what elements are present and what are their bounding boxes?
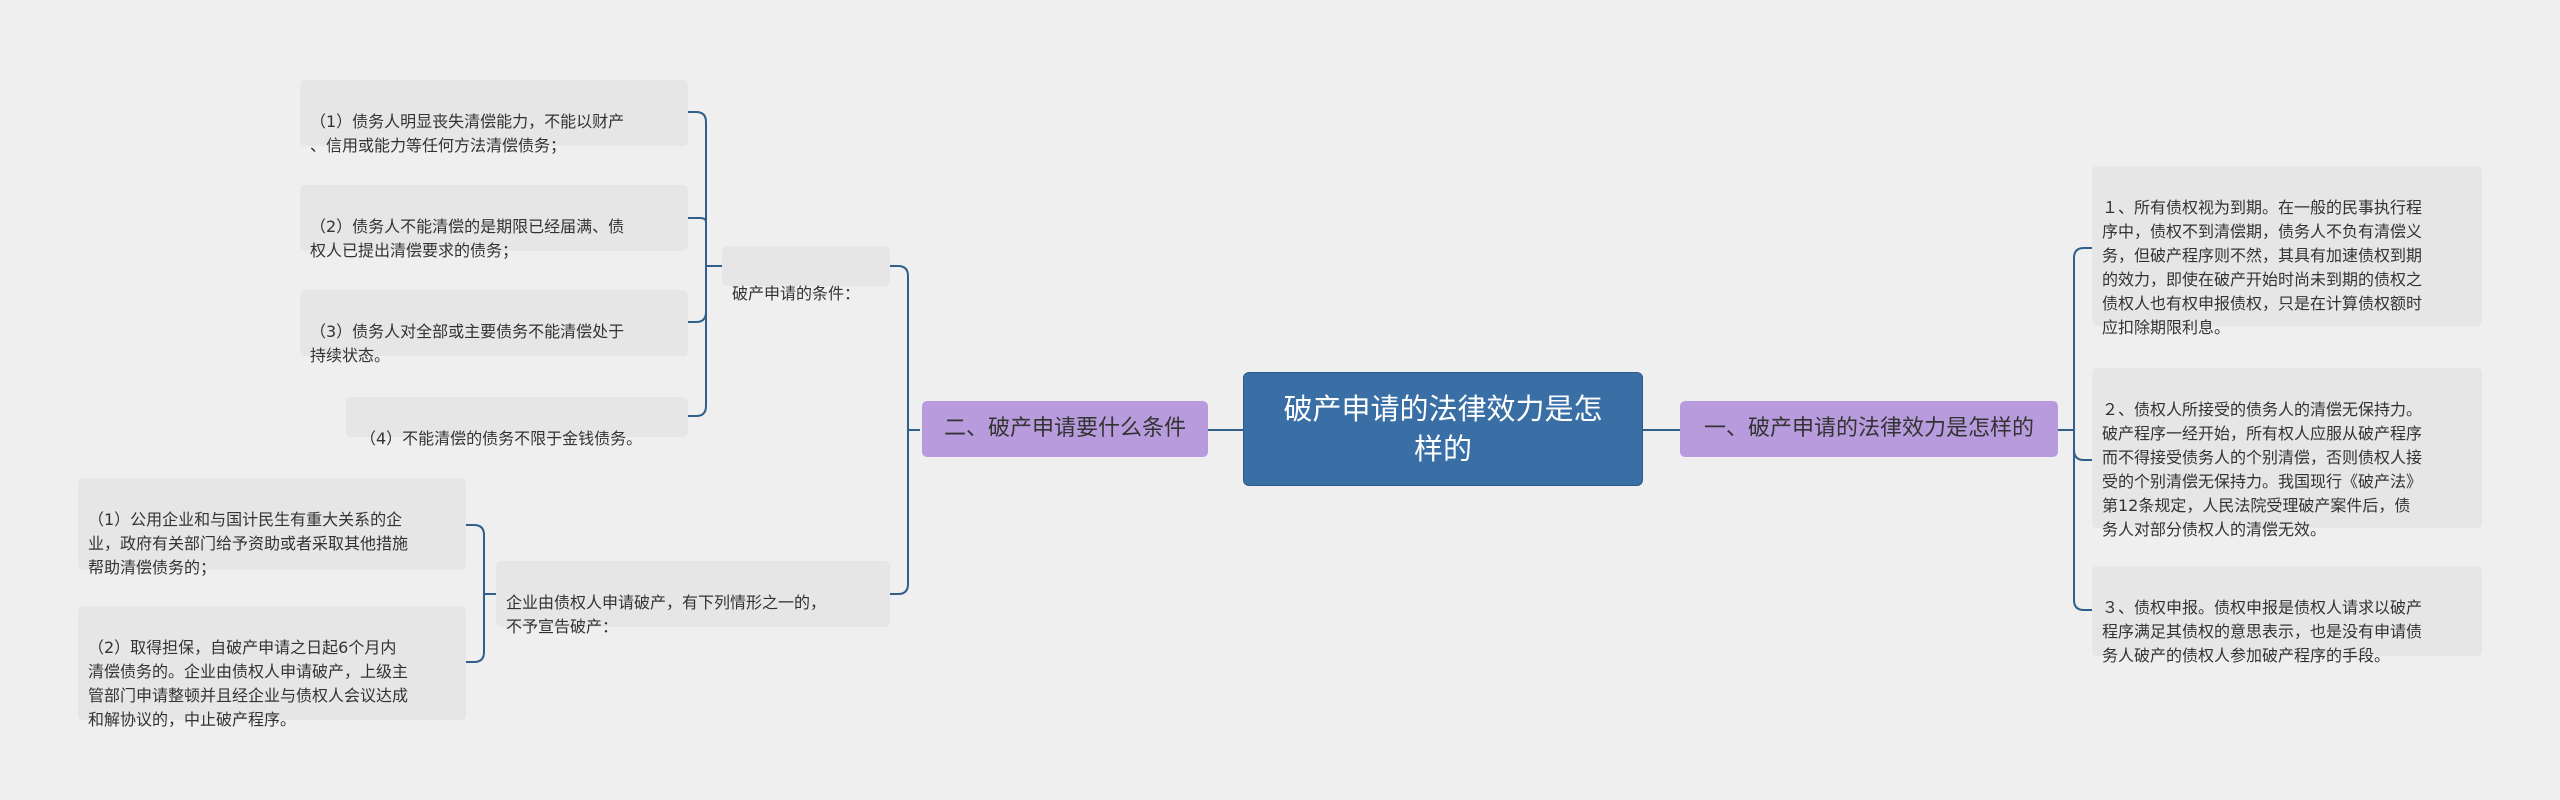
condition-item-1[interactable]: （1）债务人明显丧失清偿能力，不能以财产 、信用或能力等任何方法清偿债务； bbox=[300, 80, 688, 155]
effect-item-3[interactable]: ３、债权申报。债权申报是债权人请求以破产 程序满足其债权的意思表示，也是没有申请… bbox=[2092, 566, 2482, 665]
effect-item-3-text: ３、债权申报。债权申报是债权人请求以破产 程序满足其债权的意思表示，也是没有申请… bbox=[2102, 598, 2423, 665]
condition-item-2[interactable]: （2）债务人不能清偿的是期限已经届满、债 权人已提出清偿要求的债务； bbox=[300, 185, 688, 260]
connector-left-bracket bbox=[890, 265, 920, 595]
condition-item-4-text: （4）不能清偿的债务不限于金钱债务。 bbox=[360, 429, 643, 448]
root-topic[interactable]: 破产申请的法律效力是怎 样的 bbox=[1243, 372, 1643, 486]
effect-item-1[interactable]: １、所有债权视为到期。在一般的民事执行程 序中，债权不到清偿期，债务人不负有清偿… bbox=[2092, 166, 2482, 337]
root-topic-label: 破产申请的法律效力是怎 样的 bbox=[1283, 392, 1603, 466]
exclusion-item-1-text: （1）公用企业和与国计民生有重大关系的企 业，政府有关部门给予资助或者采取其他措… bbox=[88, 510, 409, 577]
effect-item-2[interactable]: ２、债权人所接受的债务人的清偿无保持力。 破产程序一经开始，所有权人应服从破产程… bbox=[2092, 368, 2482, 539]
condition-item-2-text: （2）债务人不能清偿的是期限已经届满、债 权人已提出清偿要求的债务； bbox=[310, 217, 625, 260]
exclusion-item-2-text: （2）取得担保，自破产申请之日起6个月内 清偿债务的。企业由债权人申请破产，上级… bbox=[88, 638, 409, 729]
connector-group1-bracket bbox=[688, 111, 722, 417]
group-conditions-label: 破产申请的条件： bbox=[732, 284, 861, 303]
connector-right-bracket bbox=[2058, 247, 2092, 611]
connector-group2-bracket bbox=[466, 524, 496, 663]
branch-left-label: 二、破产申请要什么条件 bbox=[943, 416, 1186, 441]
condition-item-4[interactable]: （4）不能清偿的债务不限于金钱债务。 bbox=[346, 397, 688, 448]
group-exclusions-label: 企业由债权人申请破产，有下列情形之一的， 不予宣告破产： bbox=[506, 593, 827, 636]
exclusion-item-1[interactable]: （1）公用企业和与国计民生有重大关系的企 业，政府有关部门给予资助或者采取其他措… bbox=[78, 478, 466, 577]
group-exclusions[interactable]: 企业由债权人申请破产，有下列情形之一的， 不予宣告破产： bbox=[496, 561, 890, 636]
condition-item-3[interactable]: （3）债务人对全部或主要债务不能清偿处于 持续状态。 bbox=[300, 290, 688, 365]
condition-item-1-text: （1）债务人明显丧失清偿能力，不能以财产 、信用或能力等任何方法清偿债务； bbox=[310, 112, 625, 155]
group-conditions[interactable]: 破产申请的条件： bbox=[722, 246, 890, 303]
effect-item-2-text: ２、债权人所接受的债务人的清偿无保持力。 破产程序一经开始，所有权人应服从破产程… bbox=[2102, 400, 2423, 539]
branch-right[interactable]: 一、破产申请的法律效力是怎样的 bbox=[1680, 401, 2058, 457]
exclusion-item-2[interactable]: （2）取得担保，自破产申请之日起6个月内 清偿债务的。企业由债权人申请破产，上级… bbox=[78, 606, 466, 729]
branch-left[interactable]: 二、破产申请要什么条件 bbox=[922, 401, 1208, 457]
effect-item-1-text: １、所有债权视为到期。在一般的民事执行程 序中，债权不到清偿期，债务人不负有清偿… bbox=[2102, 198, 2423, 337]
branch-right-label: 一、破产申请的法律效力是怎样的 bbox=[1703, 416, 2034, 441]
condition-item-3-text: （3）债务人对全部或主要债务不能清偿处于 持续状态。 bbox=[310, 322, 625, 365]
